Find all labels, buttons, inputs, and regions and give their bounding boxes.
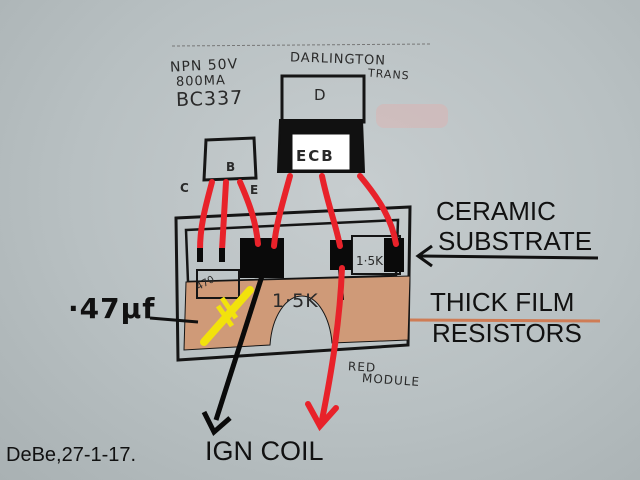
darlington-pin-panel bbox=[291, 133, 351, 171]
ceramic-annotation-line2: SUBSTRATE bbox=[438, 226, 593, 256]
bc337-transistor-body bbox=[202, 136, 258, 182]
ceramic-annotation-line1: CERAMIC bbox=[436, 196, 556, 226]
top-sketch-line bbox=[171, 43, 431, 47]
ign-coil-label: IGN COIL bbox=[205, 436, 324, 466]
capacitor-plate-1 bbox=[219, 296, 239, 320]
ign-output-black-wire bbox=[213, 275, 265, 421]
pad-center bbox=[240, 238, 284, 278]
ign-output-black-arrowhead bbox=[201, 410, 232, 437]
pink-smudge bbox=[376, 104, 448, 128]
npn-pin-e-label: E bbox=[250, 183, 259, 197]
capacitor-pointer-line bbox=[149, 316, 199, 324]
ceramic-inner-outline bbox=[184, 218, 400, 284]
pad-right bbox=[330, 240, 352, 270]
pad-far-right bbox=[384, 238, 404, 272]
resistor-1k5-small-label: 1·5K bbox=[356, 254, 383, 268]
capacitor-plate-2 bbox=[215, 304, 235, 328]
ign-output-red-wire bbox=[319, 265, 345, 423]
darlington-pins-label: ECB bbox=[296, 147, 335, 165]
darlington-collector-lead bbox=[319, 173, 343, 249]
thick-film-annotation-line2: RESISTORS bbox=[432, 318, 582, 348]
thick-film-pointer-line bbox=[409, 318, 601, 323]
npn-part-label: BC337 bbox=[175, 86, 244, 112]
bc337-collector-lead bbox=[197, 179, 215, 253]
bc337-base-lead bbox=[219, 179, 229, 253]
npn-pin-c-label: C bbox=[180, 181, 189, 195]
signature-label: DeBe,27-1-17. bbox=[6, 444, 137, 466]
resistor-1k5-main-label: 1·5K bbox=[272, 290, 319, 312]
ceramic-pointer-arrowhead bbox=[415, 244, 433, 268]
ceramic-pointer-line bbox=[419, 254, 599, 260]
resistor-470-outline bbox=[196, 269, 240, 299]
thick-film-annotation-line1: THICK FILM bbox=[430, 287, 575, 317]
capacitor-label: ·47µf bbox=[68, 292, 156, 325]
darlington-pin-label: D bbox=[314, 86, 326, 104]
ign-output-red-arrowhead bbox=[305, 401, 339, 432]
npn-pin-b-label: B bbox=[226, 160, 236, 174]
darlington-base-lead bbox=[357, 173, 399, 247]
bc337-emitter-lead bbox=[237, 179, 261, 247]
thick-film-resistor-area bbox=[183, 275, 411, 351]
darlington-emitter-lead bbox=[271, 173, 293, 249]
